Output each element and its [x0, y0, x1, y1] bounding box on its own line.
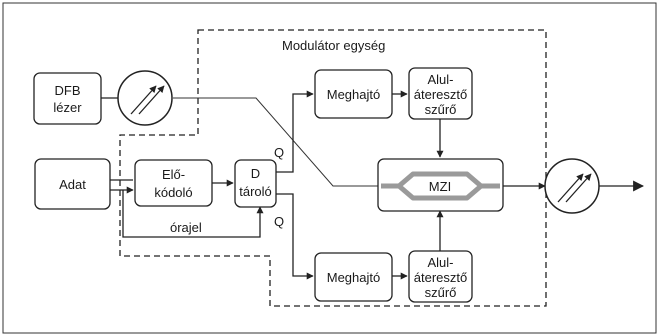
dfb-laser-block: DFB lézer — [33, 72, 102, 125]
lpf-bottom-block: Alul- áteresztő szűrő — [408, 250, 473, 303]
lpf-top-label-2: áteresztő — [414, 87, 467, 102]
wire-clock — [122, 190, 264, 238]
lpf-top-label-1: Alul- — [427, 72, 453, 87]
driver-top-label: Meghajtó — [327, 87, 380, 102]
data-label: Adat — [59, 177, 86, 192]
driver-bottom-label: Meghajtó — [327, 270, 380, 285]
driver-top-block: Meghajtó — [314, 69, 393, 119]
variable-attenuator-in-icon — [117, 70, 173, 126]
precoder-label-1: Elő- — [162, 167, 185, 182]
data-block: Adat — [34, 158, 111, 210]
d-latch-block: D tároló — [234, 159, 277, 208]
dfb-laser-label-1: DFB — [55, 83, 81, 98]
lpf-top-block: Alul- áteresztő szűrő — [408, 67, 473, 120]
driver-bottom-block: Meghajtó — [314, 252, 393, 302]
d-latch-label-1: D — [251, 166, 260, 181]
precoder-block: Elő- kódoló — [134, 159, 213, 207]
precoder-label-2: kódoló — [154, 185, 192, 200]
lpf-top-label-3: szűrő — [425, 102, 457, 117]
lpf-bottom-label-1: Alul- — [427, 255, 453, 270]
lpf-bottom-label-2: áteresztő — [414, 270, 467, 285]
dfb-laser-label-2: lézer — [53, 100, 82, 115]
q-bottom-label: Q — [274, 214, 284, 229]
wire-q-top — [276, 90, 314, 173]
modulator-unit-label: Modulátor egység — [282, 38, 385, 53]
lpf-bottom-label-3: szűrő — [425, 285, 457, 300]
variable-attenuator-out-icon — [544, 158, 600, 214]
mzi-label: MZI — [429, 179, 451, 194]
clock-label: órajel — [170, 220, 202, 235]
wire-optical-input — [173, 97, 378, 187]
modulator-unit-boundary — [119, 29, 547, 307]
mzi-block: MZI — [377, 158, 504, 212]
d-latch-label-2: tároló — [239, 184, 272, 199]
wire-q-bottom — [276, 193, 314, 280]
mzi-waveguide-icon — [381, 171, 500, 201]
q-top-label: Q — [274, 145, 284, 160]
mzi-label-bg — [420, 177, 460, 195]
